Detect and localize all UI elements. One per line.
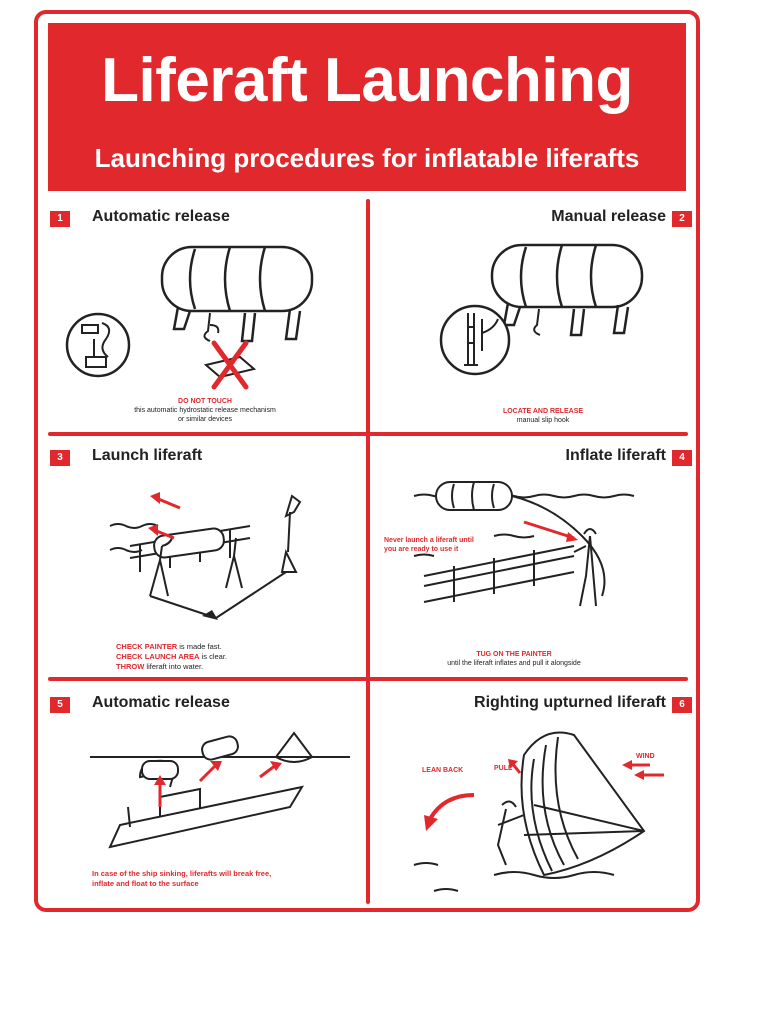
panel-5: 5 Automatic release In case of the ship … [50, 694, 362, 907]
pull-label: PULL [494, 765, 513, 772]
slip-hook-icon [439, 304, 511, 376]
step-number-2: 2 [672, 211, 692, 227]
panel-1-title: Automatic release [92, 208, 230, 225]
panel-4: 4 Inflate liferaft Never launch a lifera… [374, 447, 692, 672]
panel-1-caption-line-2: or similar devices [177, 416, 233, 423]
panel-4-warning-line-2: you are ready to use it [384, 546, 459, 553]
inflate-liferaft-illustration [413, 481, 635, 607]
panel-3-line-3-rest: liferaft into water. [144, 662, 204, 671]
panel-5-caption: In case of the ship sinking, liferafts w… [92, 869, 352, 889]
step-number-5: 5 [50, 697, 70, 713]
horizontal-divider-1 [48, 432, 688, 436]
panel-3-title: Launch liferaft [92, 447, 203, 464]
panel-1-caption: DO NOT TOUCH this automatic hydrostatic … [90, 397, 320, 424]
panel-4-caption: TUG ON THE PAINTER until the liferaft in… [394, 650, 634, 668]
step-number-6: 6 [672, 697, 692, 713]
righting-liferaft-illustration [413, 731, 664, 892]
launch-liferaft-illustration [109, 492, 302, 620]
panel-1-caption-line-1: this automatic hydrostatic release mecha… [134, 407, 276, 414]
panel-6-title: Righting upturned liferaft [474, 694, 666, 711]
panel-4-warning: Never launch a liferaft until you are re… [384, 536, 524, 554]
poster-header: Liferaft Launching Launching procedures … [48, 23, 686, 191]
liferaft-canister-icon [160, 245, 314, 343]
liferaft-launching-poster: Liferaft Launching Launching procedures … [34, 10, 700, 912]
panel-1-caption-red: DO NOT TOUCH [178, 398, 232, 405]
panel-5-title: Automatic release [92, 694, 230, 711]
panel-2-caption: LOCATE AND RELEASE manual slip hook [468, 407, 618, 425]
panel-4-title: Inflate liferaft [565, 447, 666, 464]
panel-5-caption-line-2: inflate and float to the surface [92, 879, 199, 888]
panel-2-title: Manual release [551, 208, 666, 225]
panel-3-line-3-red: THROW [116, 662, 145, 671]
panel-3-line-1-red: CHECK PAINTER [116, 642, 178, 651]
step-number-4: 4 [672, 450, 692, 466]
liferaft-canister-icon [490, 243, 644, 337]
panel-3: 3 Launch liferaft CHECK PAINTER is made … [50, 447, 362, 672]
panel-3-caption: CHECK PAINTER is made fast. CHECK LAUNCH… [116, 642, 356, 672]
panel-4-caption-line-1: until the liferaft inflates and pull it … [447, 660, 581, 667]
step-number-1: 1 [50, 211, 70, 227]
panel-2-caption-red: LOCATE AND RELEASE [502, 408, 584, 415]
horizontal-divider-2 [48, 677, 688, 681]
cross-mark-icon [203, 340, 257, 390]
hydrostatic-release-icon [65, 312, 131, 378]
lean-back-label: LEAN BACK [422, 767, 464, 774]
wind-label: WIND [636, 753, 655, 760]
step-number-3: 3 [50, 450, 70, 466]
poster-subtitle: Launching procedures for inflatable life… [94, 143, 640, 173]
panel-4-caption-red: TUG ON THE PAINTER [476, 651, 552, 658]
panel-5-caption-line-1: In case of the ship sinking, liferafts w… [92, 869, 272, 878]
panel-6: 6 Righting upturned liferaft LEAN BACK P… [374, 694, 692, 907]
ship-sinking-illustration [90, 731, 350, 849]
panel-3-line-2-rest: is clear. [199, 652, 227, 661]
panel-2-caption-line-1: manual slip hook [516, 417, 570, 424]
panel-1: 1 Automatic release DO NOT TOUCH [50, 208, 362, 429]
poster-title: Liferaft Launching [101, 46, 633, 115]
vertical-divider [366, 199, 370, 904]
panel-4-warning-line-1: Never launch a liferaft until [384, 537, 474, 544]
panel-3-line-2-red: CHECK LAUNCH AREA [116, 652, 200, 661]
panel-3-line-1-rest: is made fast. [177, 642, 222, 651]
panel-2: 2 Manual release LOCATE AND RELEASE manu… [374, 208, 692, 429]
